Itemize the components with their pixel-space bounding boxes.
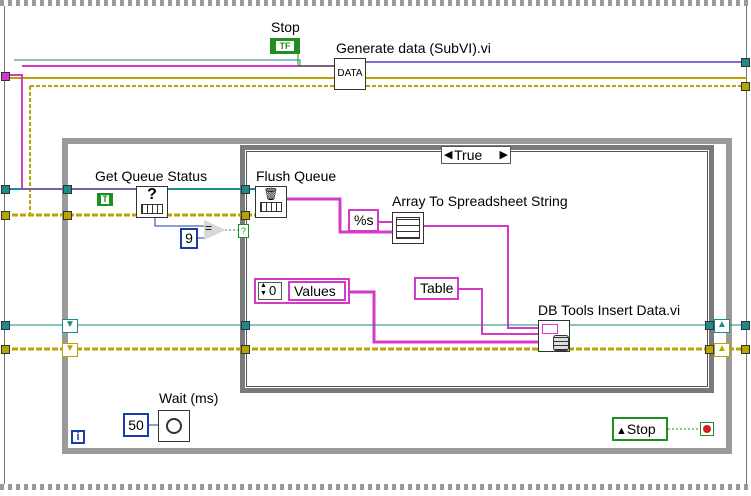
get-queue-status-node[interactable]: ? <box>136 186 168 218</box>
shift-register-left-teal[interactable]: ▼ <box>62 319 78 333</box>
stop-boolean-text: TF <box>276 41 294 51</box>
flush-queue-node[interactable]: 🗑 <box>255 186 287 218</box>
format-string-constant[interactable]: %s <box>348 209 380 232</box>
loop-condition-terminal[interactable] <box>700 422 714 436</box>
wait-constant[interactable]: 50 <box>123 413 149 437</box>
table-string-constant[interactable]: Table <box>414 277 460 300</box>
case-tunnel-right-yellow <box>705 345 714 354</box>
wait-label: Wait (ms) <box>159 390 219 406</box>
outer-tunnel-teal-2 <box>1 321 10 330</box>
case-prev-arrow-icon[interactable]: ◀ <box>444 149 453 161</box>
database-icon <box>553 335 569 351</box>
array-constant[interactable]: ▲▼ 0 Values <box>254 278 350 304</box>
case-tunnel-right-teal <box>705 321 714 330</box>
db-tools-insert-label: DB Tools Insert Data.vi <box>538 302 681 318</box>
stop-label: Stop <box>271 19 300 35</box>
generate-data-subvi[interactable]: DATA <box>334 58 366 90</box>
values-element[interactable]: Values <box>288 281 346 301</box>
db-tools-insert-node[interactable] <box>538 320 570 352</box>
loop-tunnel-teal <box>63 185 72 194</box>
equal-comparator-symbol: = <box>205 221 213 235</box>
shift-register-right-yellow[interactable]: ▲ <box>714 343 730 357</box>
flush-queue-label: Flush Queue <box>256 168 337 184</box>
outer-tunnel-yellow-2 <box>1 345 10 354</box>
case-tunnel-teal <box>241 185 250 194</box>
iteration-terminal-text: i <box>76 431 80 443</box>
case-selector-terminal[interactable]: ? <box>238 224 249 238</box>
outer-tunnel-yellow <box>1 211 10 220</box>
outer-tunnel-teal <box>1 185 10 194</box>
case-selector-value: True <box>454 147 483 163</box>
numeric-constant-nine[interactable]: 9 <box>180 228 198 249</box>
stop-sign-icon <box>703 425 711 433</box>
case-tunnel-yellow <box>241 211 250 220</box>
database-insert-icon <box>542 324 558 334</box>
array-index-value: 0 <box>269 283 277 298</box>
outer-tunnel-pink <box>1 72 10 81</box>
question-icon: ? <box>147 186 157 203</box>
values-text: Values <box>294 283 336 299</box>
outer-tunnel-right-3 <box>741 321 750 330</box>
case-next-arrow-icon[interactable]: ▶ <box>499 149 508 161</box>
trash-icon: 🗑 <box>263 187 279 201</box>
true-constant[interactable]: T <box>97 193 113 206</box>
array-to-spreadsheet-node[interactable] <box>392 212 424 244</box>
case-tunnel-yellow-2 <box>241 345 250 354</box>
array-index-spinner[interactable]: ▲▼ 0 <box>258 282 282 300</box>
stop-boolean-terminal[interactable]: TF <box>270 38 300 54</box>
outer-frame-bottom-film <box>0 484 751 490</box>
queue-icon-flush <box>260 202 282 212</box>
while-loop[interactable] <box>62 138 732 454</box>
array-to-spreadsheet-label: Array To Spreadsheet String <box>392 193 568 209</box>
outer-tunnel-right-4 <box>741 345 750 354</box>
case-tunnel-teal-2 <box>241 321 250 330</box>
outer-tunnel-right-2 <box>741 82 750 91</box>
outer-tunnel-right-1 <box>741 58 750 67</box>
case-structure[interactable] <box>240 145 714 393</box>
spreadsheet-icon <box>396 217 420 239</box>
arrow-up-icon: ▲ <box>616 425 627 437</box>
shift-register-left-yellow[interactable]: ▼ <box>62 343 78 357</box>
equal-comparator[interactable] <box>204 220 226 240</box>
spinner-arrows-icon[interactable]: ▲▼ <box>260 282 267 297</box>
get-queue-status-label: Get Queue Status <box>95 168 208 184</box>
wait-node[interactable] <box>158 410 190 442</box>
loop-tunnel-yellow <box>63 211 72 220</box>
iteration-terminal[interactable]: i <box>71 430 85 444</box>
stop-local-variable[interactable]: ▲Stop <box>612 417 668 441</box>
shift-register-right-teal[interactable]: ▲ <box>714 319 730 333</box>
stopwatch-icon <box>166 418 182 434</box>
generate-data-icon-text: DATA <box>337 68 363 79</box>
queue-icon <box>141 204 163 214</box>
outer-frame-top-film <box>0 0 751 6</box>
generate-data-label: Generate data (SubVI).vi <box>336 40 491 56</box>
case-selector[interactable]: ◀ True ▶ <box>441 146 511 164</box>
stop-local-text: Stop <box>626 421 656 437</box>
true-constant-text: T <box>101 194 109 204</box>
